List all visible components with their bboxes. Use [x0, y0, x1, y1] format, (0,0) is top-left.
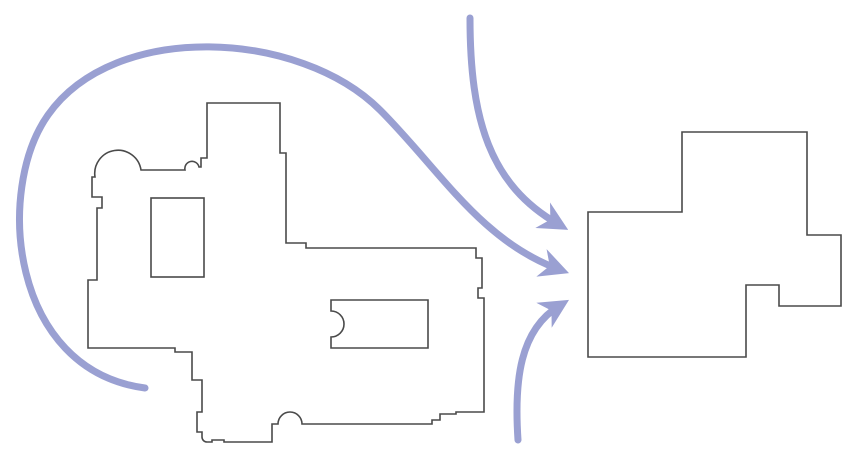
arrow-bottom [513, 299, 570, 444]
arrow-top [466, 14, 569, 230]
complex-plan-courtyard-right [330, 299, 429, 349]
flow-arrows [16, 14, 570, 444]
complex-plan-outline [87, 102, 485, 443]
arrow-large-loop [16, 43, 570, 392]
complex-floor-plan [87, 102, 485, 443]
complex-plan-courtyard-left [150, 197, 205, 278]
simplified-plan-outline [587, 131, 842, 358]
simplified-floor-plan [587, 131, 842, 358]
